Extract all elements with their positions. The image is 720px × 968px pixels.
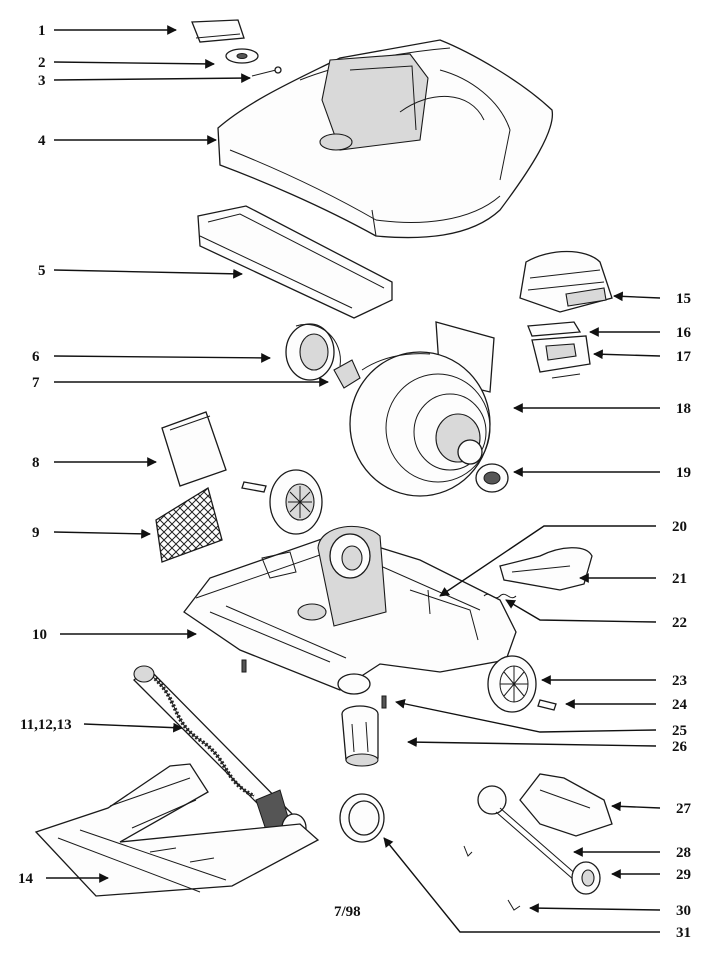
leader-lines [46,25,661,933]
callout-31: 31 [676,925,691,941]
part-2-gasket [225,48,259,64]
part-28-shaft [477,785,579,881]
callout-11-12-13: 11,12,13 [20,717,72,733]
callout-24: 24 [672,697,688,713]
callout-19: 19 [676,465,691,481]
pin [241,481,267,493]
part-10-base [183,525,517,695]
callout-6: 6 [32,349,40,365]
callout-2: 2 [38,55,46,71]
part-7-gasket [333,359,361,389]
part-16-plate [527,321,582,337]
callout-29: 29 [676,867,691,883]
part-14-base-plate [34,763,320,897]
callout-18: 18 [676,401,691,417]
callout-labels: 1 2 3 4 5 6 7 8 9 10 11,12,13 14 15 16 1… [18,23,692,941]
part-25-screw [381,695,387,709]
part-18-motor [349,321,495,497]
part-27-nozzle-cover [519,773,613,837]
callout-22: 22 [672,615,687,631]
callout-10: 10 [32,627,47,643]
part-8-filter-pad [161,411,227,487]
callout-30: 30 [676,903,691,919]
callout-9: 9 [32,525,40,541]
callout-14: 14 [18,871,34,887]
callout-17: 17 [676,349,692,365]
fan-wheel [269,469,323,535]
callout-20: 20 [672,519,687,535]
part-30-clip [507,899,521,911]
part-22-spring [483,593,517,599]
callout-7: 7 [32,375,40,391]
part-15-switch-housing [519,250,613,313]
part-24-axle [537,699,557,711]
part-4-hood [217,39,554,239]
callout-25: 25 [672,723,687,739]
callout-4: 4 [38,133,46,149]
callout-5: 5 [38,263,46,279]
callout-23: 23 [672,673,687,689]
small-clip [463,845,473,857]
callout-3: 3 [38,73,46,89]
callout-1: 1 [38,23,46,39]
part-5-bumper [197,205,393,319]
part-9-screen [155,486,223,563]
callout-21: 21 [672,571,687,587]
callout-15: 15 [676,291,691,307]
callout-26: 26 [672,739,688,755]
part-26-end-cup [341,705,379,767]
part-19-bearing [475,463,509,493]
callout-27: 27 [676,801,692,817]
screw-left [241,659,247,673]
callout-28: 28 [676,845,691,861]
part-6-ring [285,323,341,381]
part-21-pedal [499,547,593,591]
part-3-screw [251,66,282,77]
part-17-switch [531,335,591,379]
part-31-belt [339,793,385,843]
part-23-wheel [487,655,537,713]
date-code: 7/98 [334,904,361,920]
part-29-roller [571,861,601,895]
part-1-cap [191,19,245,43]
callout-16: 16 [676,325,692,341]
callout-8: 8 [32,455,40,471]
